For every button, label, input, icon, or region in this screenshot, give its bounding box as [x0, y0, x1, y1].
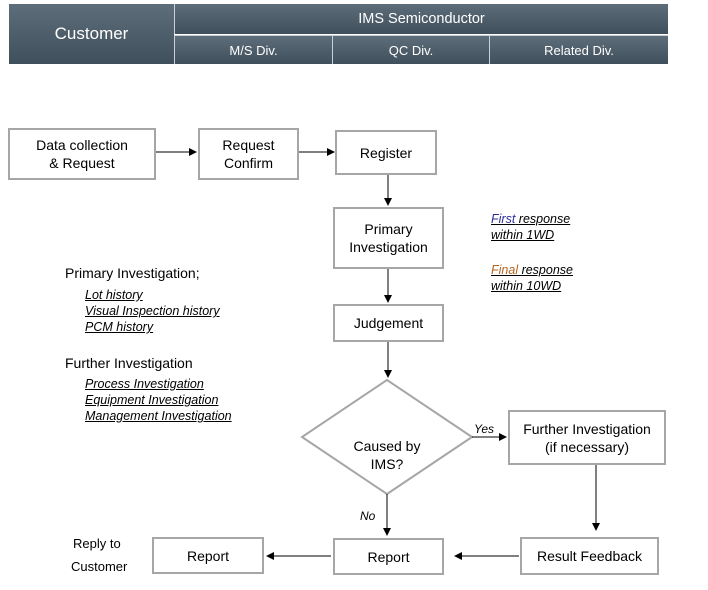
- division-ms-label: M/S Div.: [229, 42, 278, 58]
- report-left-label: Report: [186, 547, 230, 564]
- register-box: Register: [335, 130, 437, 175]
- judgement-label: Judgement: [353, 315, 424, 331]
- final-within: within 10WD: [491, 279, 562, 293]
- division-qc-label: QC Div.: [388, 42, 434, 58]
- primary-notes-list: Lot history Visual Inspection history PC…: [85, 287, 220, 335]
- note-management-investigation: Management Investigation: [85, 409, 232, 423]
- judgement-box: Judgement: [333, 304, 444, 342]
- decision-text: Caused by IMS?: [322, 419, 452, 473]
- primary-investigation-box: Primary Investigation: [333, 207, 444, 269]
- data-collection-box: Data collection & Request: [8, 128, 156, 180]
- further-notes-list: Process Investigation Equipment Investig…: [85, 376, 232, 424]
- no-label: No: [360, 509, 376, 523]
- reply-customer-label: Customer: [71, 559, 128, 574]
- register-label: Register: [359, 144, 413, 161]
- yes-label: Yes: [474, 422, 495, 436]
- report-center-label: Report: [367, 548, 410, 565]
- result-feedback-box: Result Feedback: [520, 537, 659, 575]
- note-process-investigation: Process Investigation: [85, 377, 204, 391]
- note-equipment-investigation: Equipment Investigation: [85, 393, 219, 407]
- report-center-box: Report: [333, 538, 444, 575]
- company-header: IMS Semiconductor: [174, 4, 668, 34]
- division-ms: M/S Div.: [174, 35, 332, 64]
- further-investigation-label: Further Investigation (if necessary): [523, 420, 651, 455]
- first-response-rest: response: [515, 212, 571, 226]
- first-response-note: First response within 1WD: [491, 211, 570, 243]
- first-word: First: [491, 212, 516, 226]
- division-related-label: Related Div.: [544, 42, 614, 58]
- customer-header: Customer: [9, 4, 174, 64]
- first-within: within 1WD: [491, 228, 555, 242]
- note-pcm-history: PCM history: [85, 320, 154, 334]
- division-qc: QC Div.: [332, 35, 489, 64]
- company-header-label: IMS Semiconductor: [358, 11, 485, 27]
- decision-label: Caused by IMS?: [353, 438, 421, 472]
- primary-investigation-label: Primary Investigation: [349, 221, 428, 255]
- customer-header-label: Customer: [54, 24, 129, 43]
- request-confirm-box: Request Confirm: [198, 128, 299, 180]
- primary-notes-title: Primary Investigation;: [65, 265, 200, 281]
- division-related: Related Div.: [489, 35, 668, 64]
- further-notes-title: Further Investigation: [65, 355, 193, 371]
- final-response-rest: response: [518, 263, 573, 277]
- final-response-note: Final response within 10WD: [491, 262, 573, 294]
- data-collection-label: Data collection & Request: [36, 137, 128, 171]
- note-visual-inspection: Visual Inspection history: [85, 304, 220, 318]
- note-lot-history: Lot history: [85, 288, 143, 302]
- final-word: Final: [491, 263, 519, 277]
- report-left-box: Report: [152, 537, 264, 574]
- request-confirm-label: Request Confirm: [222, 137, 275, 171]
- reply-to-label: Reply to: [73, 536, 121, 551]
- further-investigation-box: Further Investigation (if necessary): [508, 410, 666, 465]
- result-feedback-label: Result Feedback: [536, 548, 643, 564]
